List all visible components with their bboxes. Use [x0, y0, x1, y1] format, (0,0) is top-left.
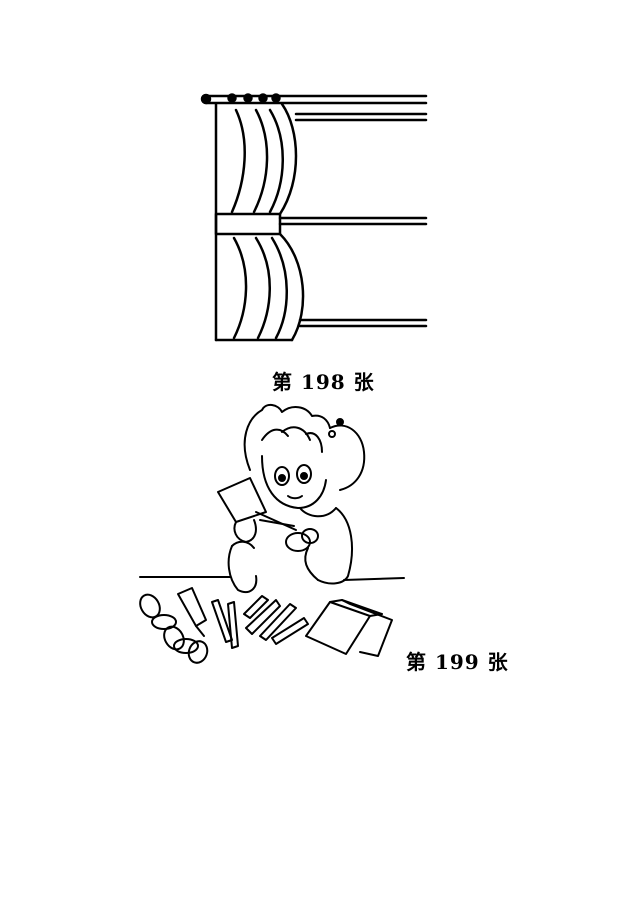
caption-198: 第 198 张	[272, 370, 375, 394]
caption-199: 第 199 张	[406, 650, 509, 674]
